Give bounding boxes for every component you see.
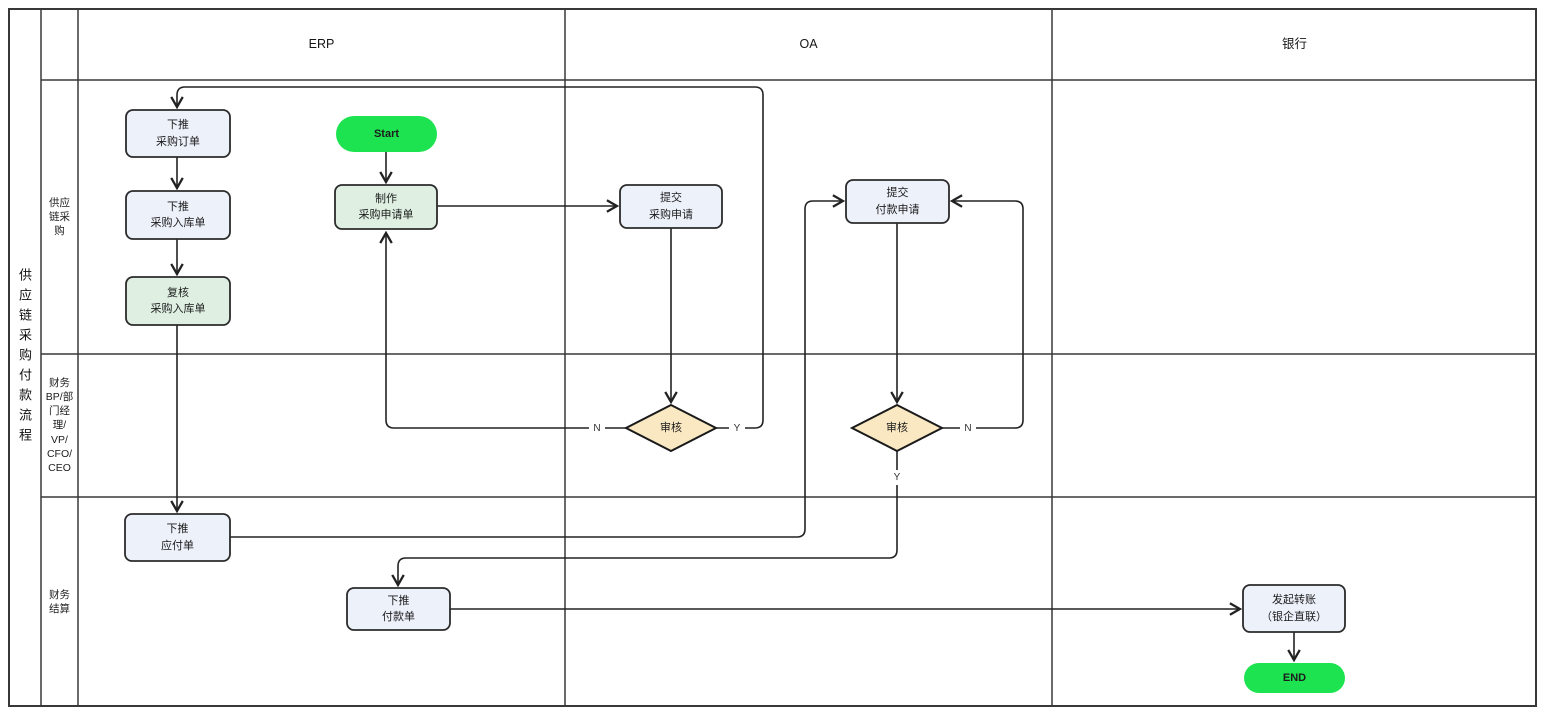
outer-border — [8, 8, 1537, 707]
node-push-purchase-receipt: 下推 采购入库单 — [150, 200, 206, 230]
column-header-bank: 银行 — [1281, 37, 1307, 52]
node-make-requisition-shape — [334, 184, 438, 230]
node-initiate-transfer: 发起转账 （银企直联） — [1261, 594, 1327, 623]
lane-label-procurement: 供应 链采 购 — [49, 196, 70, 238]
node-push-purchase-receipt-shape — [125, 190, 231, 240]
node-make-requisition: 制作 采购申请单 — [358, 192, 414, 222]
node-review-purchase-shape — [623, 403, 719, 453]
branch-label-purchase-review-no: N — [589, 421, 605, 436]
node-review-purchase: 审核 — [660, 421, 682, 434]
node-review-purchase-receipt-shape — [125, 276, 231, 326]
column-header-oa: OA — [799, 37, 818, 52]
node-review-purchase-receipt: 复核 采购入库单 — [150, 286, 206, 316]
node-initiate-transfer-shape — [1242, 584, 1346, 633]
edge-review-yes-to-push-order — [177, 86, 764, 429]
node-submit-purchase-request: 提交 采购申请 — [649, 192, 693, 221]
node-review-payment: 审核 — [886, 421, 908, 434]
node-end: END — [1282, 671, 1307, 684]
edge-review-no-to-make-requisition — [386, 233, 626, 429]
swimlane-grid — [8, 8, 1537, 707]
node-submit-payment-request-shape — [845, 179, 950, 224]
lane-label-finance-settlement: 财务 结算 — [49, 588, 70, 615]
node-push-payable-shape — [124, 513, 231, 562]
node-submit-payment-request: 提交 付款申请 — [875, 187, 920, 216]
flow-edges — [177, 86, 1294, 660]
node-submit-purchase-request-shape — [619, 184, 723, 229]
node-push-purchase-order-shape — [125, 109, 231, 158]
branch-label-payment-review-no: N — [960, 421, 976, 436]
diagram-title: 供应链采购付款流程 — [17, 267, 32, 448]
branch-label-purchase-review-yes: Y — [729, 421, 745, 436]
node-push-purchase-order: 下推 采购订单 — [156, 119, 200, 148]
branch-label-payment-review-yes: Y — [889, 470, 905, 485]
node-push-payment-order: 下推 付款单 — [382, 594, 415, 624]
flow-nodes — [124, 109, 1346, 693]
edge-payment-review-yes-to-push-payment — [398, 450, 898, 585]
node-review-payment-shape — [849, 403, 945, 453]
edge-push-payable-to-submit-payment — [230, 201, 843, 538]
node-start: Start — [373, 127, 400, 140]
node-push-payment-order-shape — [346, 587, 451, 631]
lane-label-finance-approval: 财务 BP/部 门经 理/ VP/ CFO/ CEO — [45, 376, 74, 474]
node-end-shape — [1244, 663, 1345, 693]
column-header-erp: ERP — [308, 37, 335, 52]
node-start-shape — [336, 116, 437, 152]
node-push-payable: 下推 应付单 — [161, 523, 194, 552]
edge-payment-review-no-to-submit-payment — [942, 201, 1024, 429]
